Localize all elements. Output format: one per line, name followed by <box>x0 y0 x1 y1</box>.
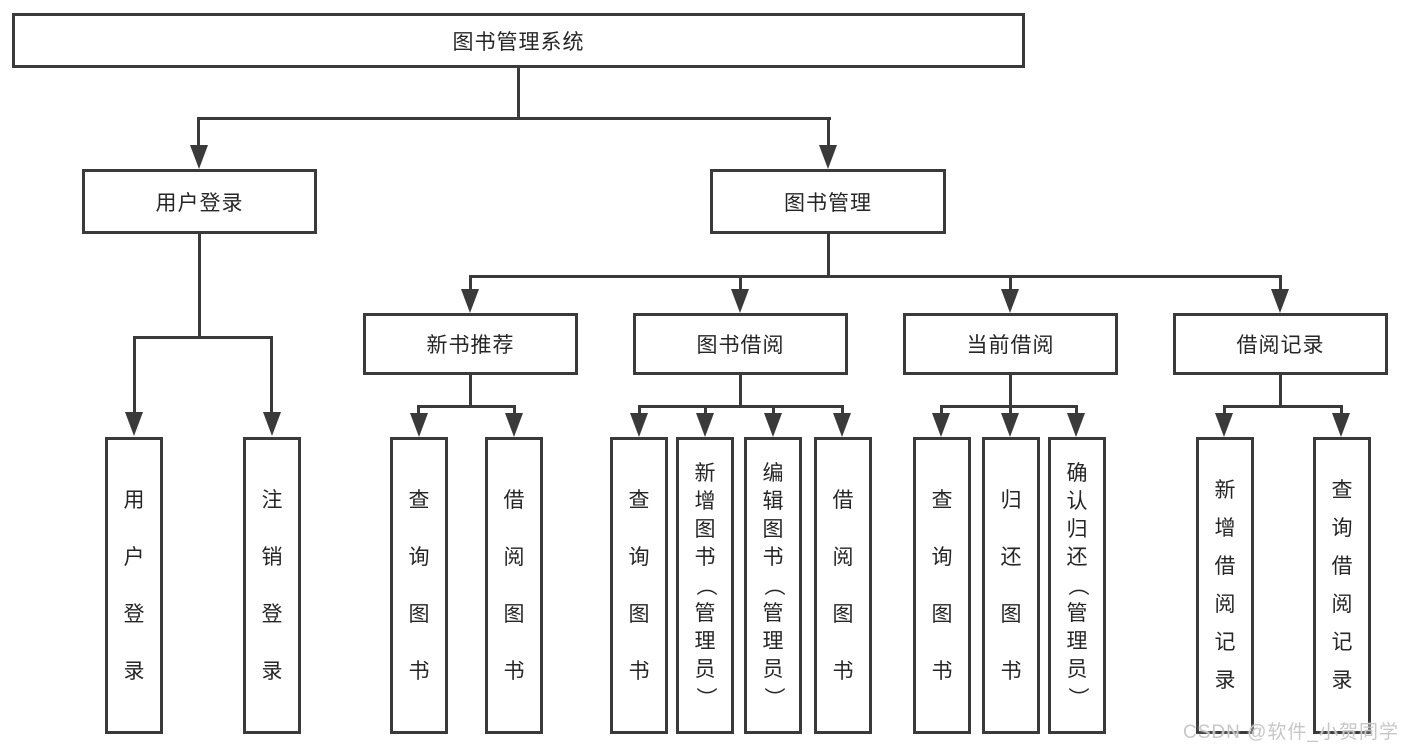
arrowhead-down-icon <box>1332 413 1350 437</box>
connector-line <box>469 375 472 408</box>
leaf-current-query: 查询图书 <box>913 437 971 734</box>
arrowhead-down-icon <box>932 413 950 437</box>
connector-line <box>940 405 943 415</box>
csdn-watermark: CSDN @软件_小贺同学 <box>1183 722 1399 743</box>
connector-line <box>739 275 742 293</box>
arrowhead-down-icon <box>764 413 782 437</box>
arrowhead-down-icon <box>1001 413 1019 437</box>
leaf-current-query-label: 查询图书 <box>931 488 953 683</box>
arrowhead-down-icon <box>696 413 714 437</box>
node-book-management-label: 图书管理 <box>784 191 872 215</box>
leaf-current-confirm-admin-label: 确认归还（管理员） <box>1065 462 1089 708</box>
connector-line <box>1009 405 1012 415</box>
arrowhead-down-icon <box>1215 413 1233 437</box>
node-current-borrow-label: 当前借阅 <box>966 334 1055 357</box>
connector-line <box>772 405 775 415</box>
arrowhead-down-icon <box>190 145 208 169</box>
arrowhead-down-icon <box>1067 413 1085 437</box>
connector-line <box>417 405 516 408</box>
node-root-label: 图书管理系统 <box>452 30 585 54</box>
arrowhead-down-icon <box>833 413 851 437</box>
leaf-current-return-label: 归还图书 <box>1000 488 1022 683</box>
connector-line <box>638 405 641 415</box>
node-book-borrow-label: 图书借阅 <box>696 334 785 357</box>
connector-line <box>469 275 1281 278</box>
arrowhead-down-icon <box>125 412 143 436</box>
connector-line <box>1279 375 1282 408</box>
leaf-user-login: 用户登录 <box>105 437 163 734</box>
leaf-records-query-label: 查询借阅记录 <box>1331 479 1353 692</box>
arrowhead-down-icon <box>819 145 837 169</box>
leaf-borrow-borrow-label: 借阅图书 <box>832 488 854 683</box>
connector-line <box>133 336 273 339</box>
connector-line <box>469 275 472 293</box>
leaf-borrow-add-admin: 新增图书（管理员） <box>676 437 734 734</box>
leaf-records-add: 新增借阅记录 <box>1196 437 1254 734</box>
connector-line <box>417 405 420 415</box>
node-current-borrow: 当前借阅 <box>903 313 1118 375</box>
connector-line <box>517 68 520 120</box>
leaf-user-login-label: 用户登录 <box>123 488 145 683</box>
leaf-borrow-borrow: 借阅图书 <box>814 437 872 734</box>
leaf-records-query: 查询借阅记录 <box>1313 437 1371 734</box>
node-borrow-records-label: 借阅记录 <box>1236 334 1325 357</box>
connector-line <box>827 234 830 278</box>
arrowhead-down-icon <box>461 289 479 313</box>
leaf-current-return: 归还图书 <box>982 437 1040 734</box>
leaf-borrow-edit-admin: 编辑图书（管理员） <box>744 437 802 734</box>
arrowhead-down-icon <box>410 413 428 437</box>
connector-line <box>1223 405 1343 408</box>
connector-line <box>704 405 707 415</box>
leaf-records-add-label: 新增借阅记录 <box>1214 479 1236 692</box>
node-book-borrow: 图书借阅 <box>633 313 848 375</box>
connector-line <box>133 336 136 414</box>
leaf-borrow-add-admin-label: 新增图书（管理员） <box>693 462 717 708</box>
connector-line <box>1223 405 1226 415</box>
connector-line <box>841 405 844 415</box>
node-borrow-records: 借阅记录 <box>1173 313 1388 375</box>
connector-line <box>1009 375 1012 408</box>
leaf-borrow-query-label: 查询图书 <box>628 488 650 683</box>
node-root: 图书管理系统 <box>12 13 1025 68</box>
node-book-management: 图书管理 <box>710 169 946 234</box>
leaf-borrow-edit-admin-label: 编辑图书（管理员） <box>761 462 785 708</box>
leaf-newbooks-borrow-label: 借阅图书 <box>503 488 525 683</box>
connector-line <box>638 405 844 408</box>
connector-line <box>197 117 831 120</box>
arrowhead-down-icon <box>731 289 749 313</box>
leaf-newbooks-query-label: 查询图书 <box>408 488 430 683</box>
node-user-login-label: 用户登录 <box>155 191 244 215</box>
leaf-current-confirm-admin: 确认归还（管理员） <box>1048 437 1106 734</box>
arrowhead-down-icon <box>263 412 281 436</box>
arrowhead-down-icon <box>505 413 523 437</box>
connector-line <box>1340 405 1343 415</box>
connector-line <box>513 405 516 415</box>
leaf-logout: 注销登录 <box>243 437 301 734</box>
connector-line <box>198 234 201 339</box>
arrowhead-down-icon <box>630 413 648 437</box>
connector-line <box>1009 275 1012 293</box>
leaf-newbooks-borrow: 借阅图书 <box>485 437 543 734</box>
leaf-borrow-query: 查询图书 <box>610 437 668 734</box>
connector-line <box>1279 275 1282 293</box>
arrowhead-down-icon <box>1001 289 1019 313</box>
connector-line <box>270 336 273 414</box>
node-user-login: 用户登录 <box>82 169 317 234</box>
connector-line <box>197 117 200 147</box>
arrowhead-down-icon <box>1271 289 1289 313</box>
connector-line <box>739 375 742 408</box>
node-new-book-recommend: 新书推荐 <box>363 313 578 375</box>
node-new-book-recommend-label: 新书推荐 <box>426 334 515 357</box>
connector-line <box>827 117 830 147</box>
connector-line <box>1075 405 1078 415</box>
leaf-logout-label: 注销登录 <box>261 488 283 683</box>
leaf-newbooks-query: 查询图书 <box>390 437 448 734</box>
